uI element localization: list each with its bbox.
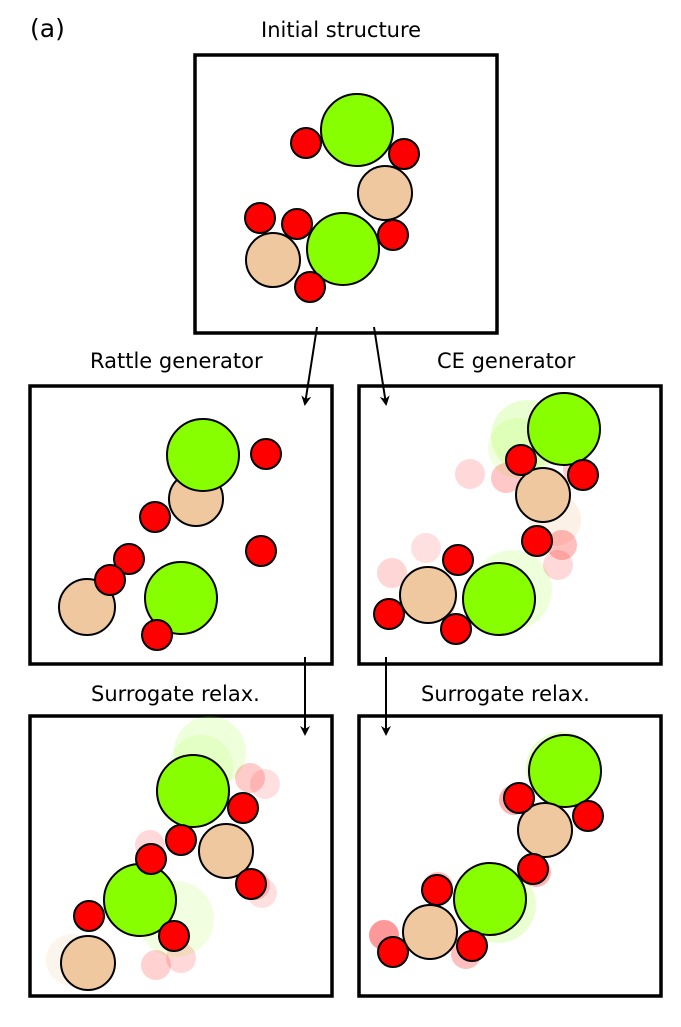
title-ce-generator: CE generator (437, 349, 576, 373)
red-atom (521, 525, 553, 557)
green-atom (166, 418, 240, 492)
tan-atom (515, 467, 571, 523)
green-atom (527, 392, 601, 466)
red-atom (139, 501, 171, 533)
panel-surrogate-right-frame (357, 714, 663, 998)
panel-label: (a) (30, 14, 65, 43)
surrogate-right-atoms (377, 734, 604, 968)
red-atom (290, 127, 322, 159)
arrow-to-ce (373, 326, 390, 406)
green-atom (528, 734, 602, 808)
red-atom (567, 459, 599, 491)
red-atom (73, 900, 105, 932)
red-atom (235, 868, 267, 900)
red-atom (456, 930, 488, 962)
green-atom (144, 561, 218, 635)
red-atom (377, 936, 409, 968)
red-atom (135, 843, 167, 875)
ce-structure-atoms (373, 392, 601, 645)
title-surrogate-relax-left: Surrogate relax. (91, 682, 260, 706)
red-atom (388, 138, 420, 170)
red-atom (442, 544, 474, 576)
green-atom (453, 862, 527, 936)
red-atom (517, 853, 549, 885)
initial-structure-atoms (244, 93, 420, 303)
red-atom (373, 598, 405, 630)
red-atom (440, 613, 472, 645)
red-atom (572, 800, 604, 832)
tan-atom (399, 566, 457, 624)
red-atom (227, 792, 259, 824)
red-atom (505, 444, 537, 476)
title-initial-structure: Initial structure (261, 18, 422, 42)
tan-atom (198, 823, 254, 879)
green-atom (156, 754, 230, 828)
tan-atom (402, 904, 458, 960)
red-atom (113, 543, 145, 575)
red-atom (245, 535, 277, 567)
red-atom (503, 782, 535, 814)
title-rattle-generator: Rattle generator (90, 349, 263, 373)
red-atom (94, 564, 126, 596)
red-atom (165, 824, 197, 856)
panel-rattle-frame (28, 384, 334, 666)
red-atom (281, 208, 313, 240)
tan-atom (357, 165, 413, 221)
red-atom (377, 219, 409, 251)
red-atom (141, 619, 173, 651)
panel-ce-frame (357, 384, 663, 666)
red-atom (244, 202, 276, 234)
panel-surrogate-left-frame (28, 714, 334, 998)
arrow-to-rattle (301, 326, 318, 406)
rattle-structure-atoms (58, 418, 282, 651)
red-atom (158, 920, 190, 952)
red-atom (421, 874, 453, 906)
green-atom (320, 93, 394, 167)
red-atom (250, 438, 282, 470)
tan-atom (60, 935, 116, 991)
title-surrogate-relax-right: Surrogate relax. (421, 682, 590, 706)
red-atom (294, 271, 326, 303)
surrogate-left-atoms (60, 754, 267, 991)
green-atom (462, 562, 536, 636)
tan-atom (245, 232, 301, 288)
tan-atom (517, 802, 573, 858)
panel-initial-frame (193, 53, 499, 335)
green-atom (306, 212, 380, 286)
